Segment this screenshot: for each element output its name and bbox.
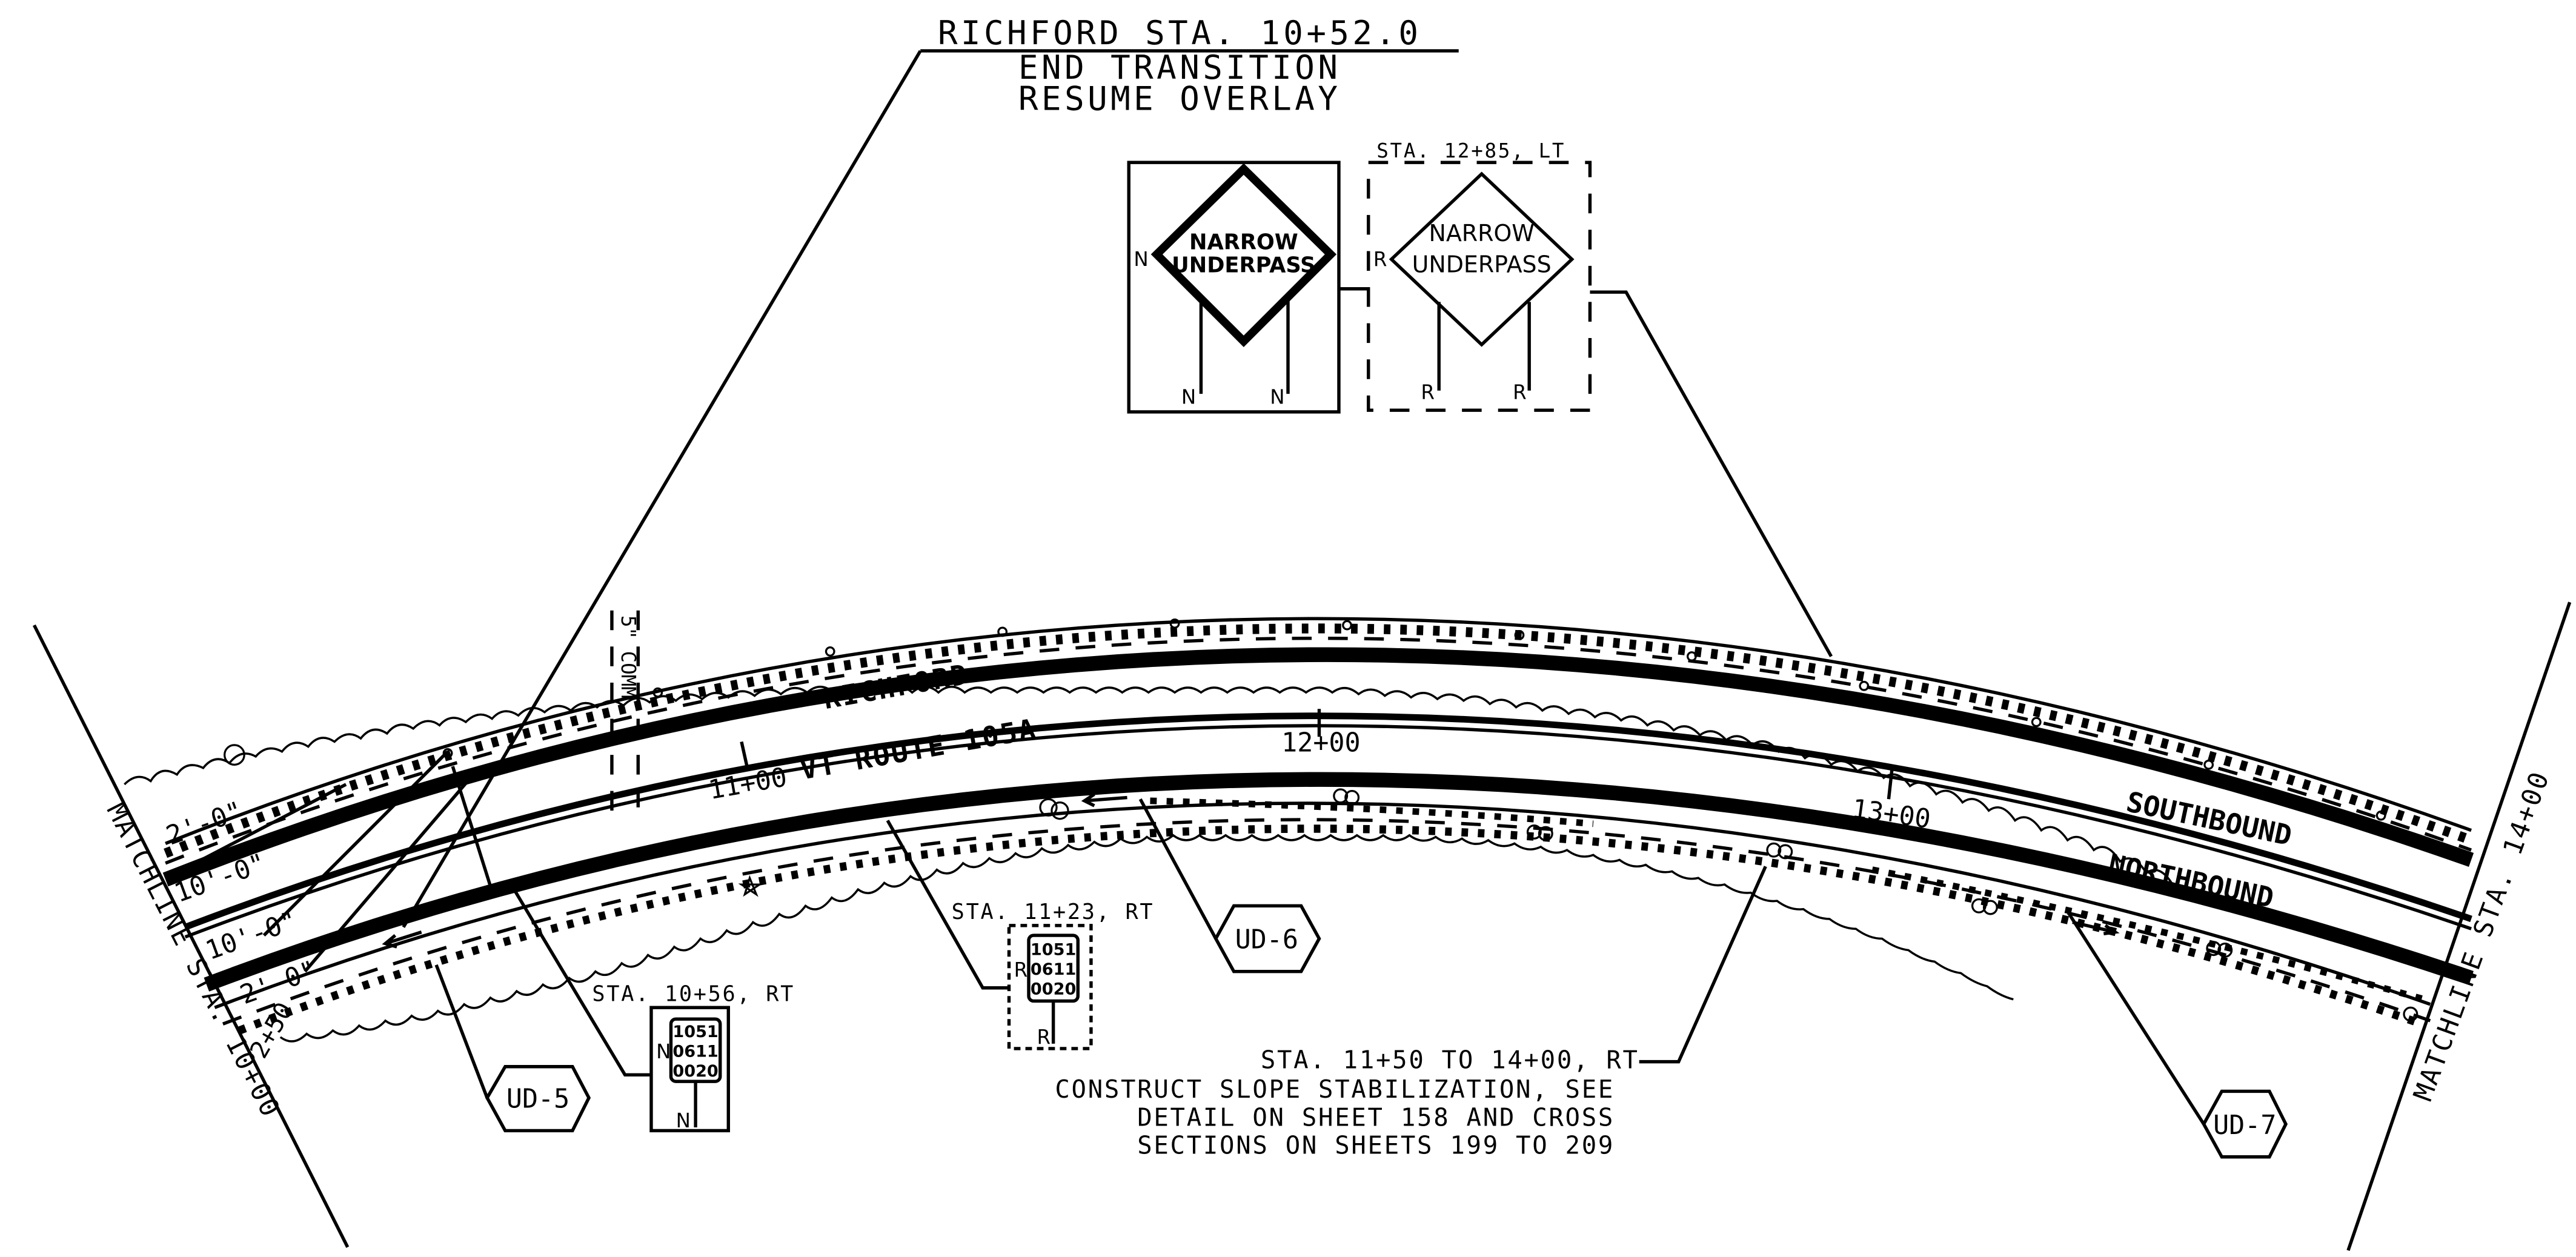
title-line-2: END TRANSITION <box>1018 48 1341 87</box>
existing-sign-mark: N <box>1134 248 1148 271</box>
title-callout: RICHFORD STA. 10+52.0 END TRANSITION RES… <box>402 14 1459 928</box>
marker-1056-station: STA. 10+56, RT <box>592 981 795 1006</box>
existing-post-right: N <box>1270 385 1284 408</box>
shrub-icons <box>224 744 2418 1022</box>
slope-note-line-1: STA. 11+50 TO 14+00, RT <box>1261 1045 1639 1074</box>
ud-6-label: UD-6 <box>1235 925 1298 955</box>
slope-note-line-3: DETAIL ON SHEET 158 AND CROSS <box>1137 1103 1615 1132</box>
roadway <box>162 617 2474 1035</box>
ud-7-callout: UD-7 <box>2068 913 2288 1159</box>
diamond-sign-icon <box>1150 163 1337 348</box>
slope-stabilization-strip <box>1150 797 1594 827</box>
proposed-post-right: R <box>1513 380 1527 403</box>
slope-note: STA. 11+50 TO 14+00, RT CONSTRUCT SLOPE … <box>1055 866 1767 1159</box>
title-line-1: RICHFORD STA. 10+52.0 <box>938 14 1421 52</box>
existing-sign-text-1: NARROW <box>1189 230 1298 255</box>
route-label: VT ROUTE 105A <box>798 712 1040 786</box>
marker-1056-line-2: 0611 <box>672 1043 718 1061</box>
transition-lines <box>198 754 493 973</box>
existing-sign: NARROW UNDERPASS N N N <box>1127 161 1369 414</box>
proposed-sign-station: STA. 12+85, LT <box>1376 139 1565 162</box>
matchline-left: MATCHLINE STA. 10+00 <box>32 624 350 1248</box>
diamond-sign-icon <box>1389 171 1575 347</box>
marker-1123-leader <box>886 820 1009 990</box>
proposed-post-left: R <box>1421 380 1435 403</box>
marker-1123-station: STA. 11+23, RT <box>952 900 1155 924</box>
ud-5-label: UD-5 <box>506 1084 569 1114</box>
marker-1056-line-3: 0020 <box>672 1062 718 1081</box>
marker-1056-leader <box>513 890 651 1077</box>
title-leader <box>402 50 922 928</box>
tree-line-north <box>124 685 2174 886</box>
proposed-sign-text-2: UNDERPASS <box>1412 251 1552 278</box>
comm-conduit: 5" COMM <box>610 610 640 814</box>
marker-1123-line-3: 0020 <box>1031 980 1076 999</box>
ud-6-callout: UD-6 <box>1138 798 1321 973</box>
marker-1123-post: R <box>1037 1026 1051 1049</box>
title-line-3: RESUME OVERLAY <box>1018 79 1341 118</box>
proposed-sign-text-1: NARROW <box>1429 220 1535 247</box>
marker-1056-line-1: 1051 <box>672 1023 718 1041</box>
slope-stabilization-strip <box>1871 866 2431 1004</box>
proposed-sign: STA. 12+85, LT NARROW UNDERPASS R R R <box>1367 139 1833 657</box>
proposed-sign-leader <box>1590 290 1833 657</box>
marker-1056-mark: N <box>656 1040 671 1063</box>
existing-sign-text-2: UNDERPASS <box>1172 253 1315 278</box>
station-label-1200: 12+00 <box>1281 728 1360 758</box>
matchline-right: MATCHLINE STA. 14+00 <box>2346 602 2572 1252</box>
route-marker-1056: STA. 10+56, RT 1051 0611 0020 N N <box>513 890 795 1133</box>
tree-line-south <box>279 834 2014 1043</box>
arrow-icon <box>2072 920 2120 936</box>
marker-1123-line-1: 1051 <box>1031 941 1076 960</box>
guardrail-posts <box>442 618 2386 821</box>
arrow-icon <box>1081 792 1127 808</box>
comm-label: 5" COMM <box>617 615 640 698</box>
ud-7-label: UD-7 <box>2213 1110 2276 1141</box>
slope-note-line-2: CONSTRUCT SLOPE STABILIZATION, SEE <box>1055 1075 1615 1104</box>
proposed-sign-mark: R <box>1373 248 1387 271</box>
northbound-label: NORTHBOUND <box>2105 847 2276 914</box>
marker-1123-line-2: 0611 <box>1031 960 1076 979</box>
route-marker-1123: STA. 11+23, RT 1051 0611 0020 R R <box>886 820 1155 1050</box>
marker-1056-post: N <box>676 1109 691 1132</box>
arrow-icon <box>382 930 422 949</box>
station-label-1100: 11+00 <box>706 762 789 806</box>
slope-note-line-4: SECTIONS ON SHEETS 199 TO 209 <box>1137 1130 1615 1159</box>
matchline-right-label: MATCHLINE STA. 14+00 <box>2408 767 2556 1105</box>
existing-post-left: N <box>1181 385 1196 408</box>
ud-5-callout: UD-5 <box>434 964 591 1133</box>
station-ticks <box>740 709 1894 800</box>
marker-1123-mark: R <box>1014 958 1028 981</box>
